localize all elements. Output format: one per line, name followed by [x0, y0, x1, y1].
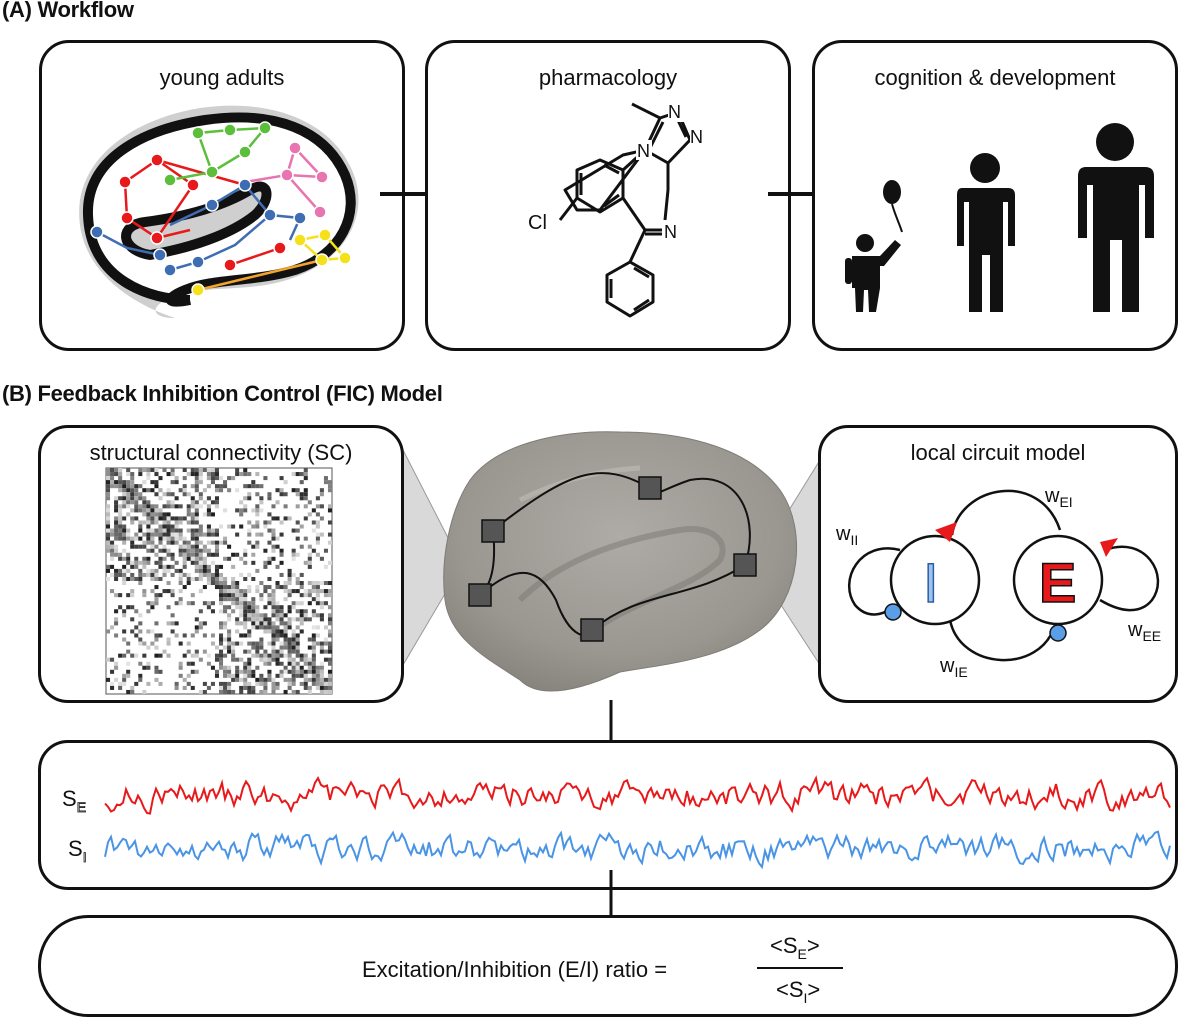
n-atom-label: N — [637, 141, 650, 161]
svg-text:N: N — [690, 127, 703, 147]
circuit-panel: local circuit model — [818, 425, 1178, 703]
cl-atom-label: Cl — [528, 212, 547, 234]
w-ii-label: wII — [835, 523, 858, 548]
i-node-label: I — [923, 551, 939, 614]
ratio-denominator: <SI> — [776, 977, 820, 1006]
w-ei-label: wEI — [1044, 485, 1073, 510]
ratio-label: Excitation/Inhibition (E/I) ratio = — [362, 957, 667, 982]
svg-text:N: N — [664, 222, 677, 242]
section-a-title: (A) Workflow — [2, 0, 134, 22]
w-ie-label: wIE — [939, 655, 968, 680]
se-label: SE — [62, 786, 86, 815]
pharmacology-title: pharmacology — [538, 65, 678, 90]
section-b-title: (B) Feedback Inhibition Control (FIC) Mo… — [2, 381, 443, 406]
ratio-panel — [38, 915, 1178, 1017]
signals-panel — [38, 740, 1178, 890]
w-ee-label: wEE — [1127, 619, 1161, 644]
si-trace — [104, 830, 1171, 870]
young-adults-title: young adults — [159, 65, 285, 90]
cognition-development-title: cognition & development — [874, 65, 1116, 90]
si-label: SI — [68, 836, 87, 865]
svg-text:N: N — [668, 102, 681, 122]
se-trace — [104, 775, 1171, 815]
circuit-title: local circuit model — [910, 440, 1086, 465]
sc-matrix — [105, 467, 333, 695]
ratio-numerator: <SE> — [770, 933, 820, 962]
sc-title: structural connectivity (SC) — [89, 440, 353, 465]
e-node-label: E — [1039, 551, 1076, 614]
